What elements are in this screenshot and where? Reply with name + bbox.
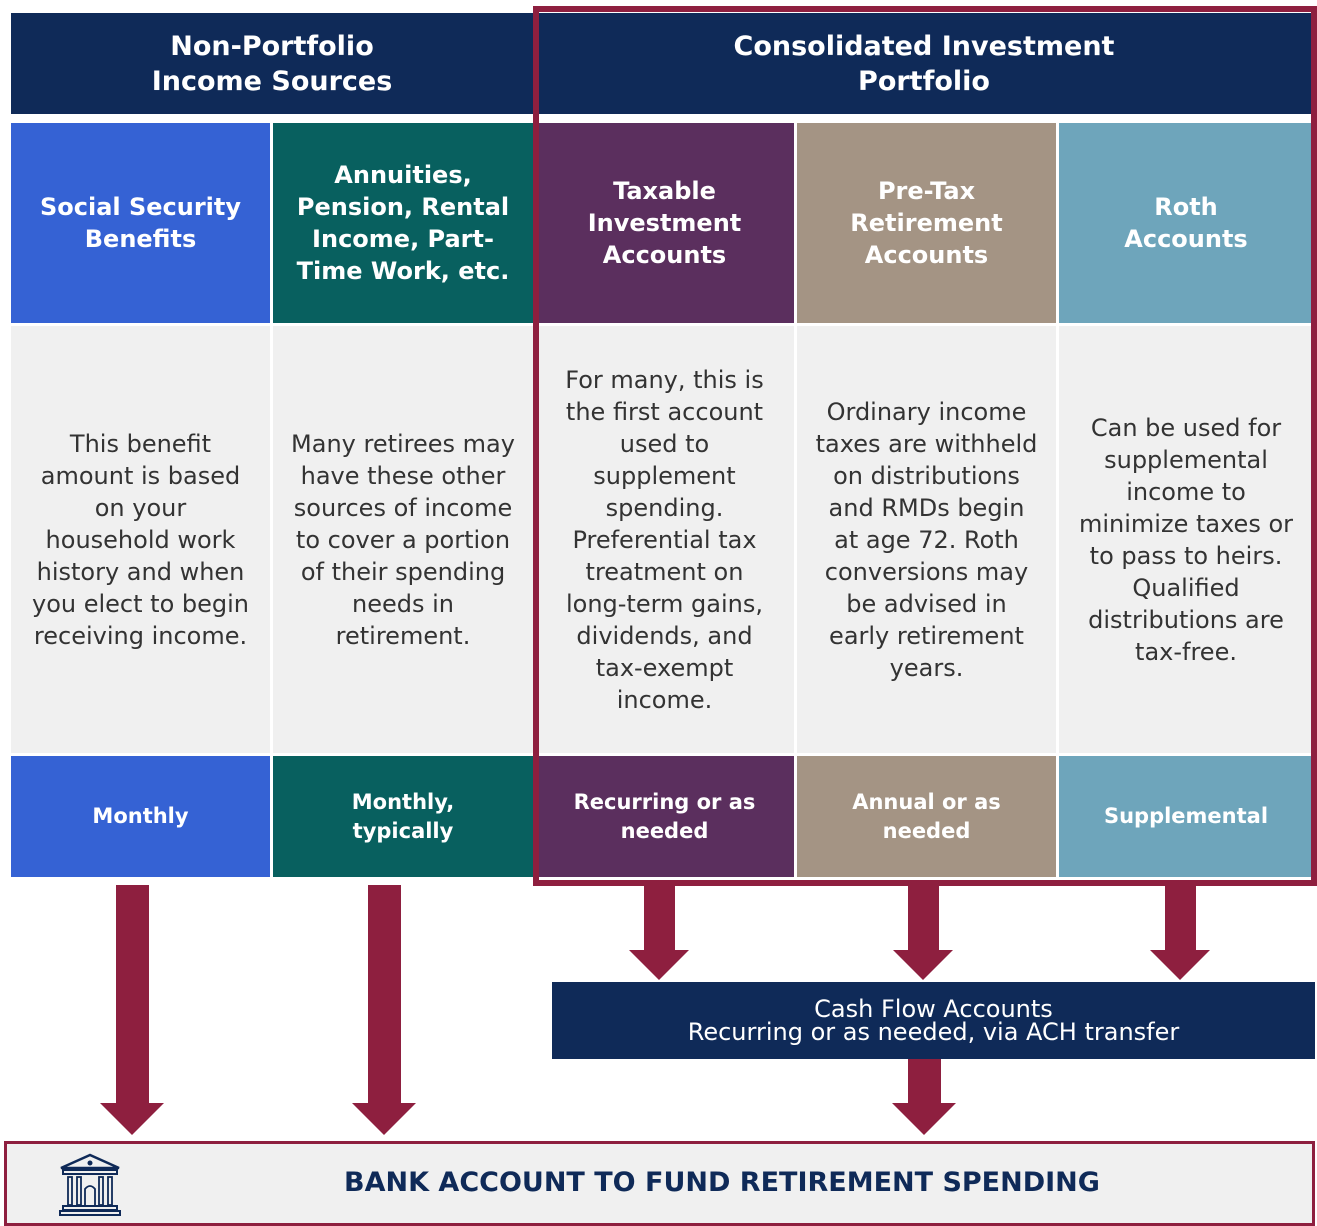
description-text: For many, this is the first account used… (565, 365, 764, 714)
column-header-pre-tax: Pre-Tax Retirement Accounts (797, 123, 1056, 323)
description-text: Can be used for supplemental income to m… (1079, 413, 1293, 666)
cash-flow-box: Cash Flow Accounts Recurring or as neede… (552, 982, 1315, 1059)
column-title: Annuities, Pension, Rental Income, Part-… (296, 161, 510, 285)
non-portfolio-header: Non-Portfolio Income Sources (11, 13, 533, 114)
portfolio-header-label: Consolidated Investment Portfolio (733, 30, 1115, 97)
column-title: Social Security Benefits (39, 193, 242, 253)
arrow-annuities-shaft (368, 885, 401, 1104)
cash-flow-title: Cash Flow Accounts (814, 994, 1053, 1023)
column-header-roth: Roth Accounts (1059, 123, 1313, 323)
arrow-taxable-head (629, 950, 689, 980)
description-pre-tax: Ordinary income taxes are withheld on di… (797, 326, 1056, 753)
frequency-label: Recurring or as needed (573, 789, 756, 843)
description-roth: Can be used for supplemental income to m… (1059, 326, 1313, 753)
column-header-taxable: Taxable Investment Accounts (535, 123, 794, 323)
description-text: This benefit amount is based on your hou… (32, 429, 249, 650)
bank-account-title: BANK ACCOUNT TO FUND RETIREMENT SPENDING (344, 1167, 1100, 1198)
arrow-pre-tax-shaft (908, 885, 939, 951)
arrow-taxable-shaft (644, 885, 675, 951)
arrow-pre-tax-head (893, 950, 953, 980)
column-title: Taxable Investment Accounts (587, 177, 742, 269)
arrow-cash-flow-shaft (908, 1059, 941, 1104)
arrow-roth-shaft (1165, 885, 1196, 951)
arrow-annuities-head (352, 1103, 416, 1135)
arrow-roth-head (1150, 950, 1210, 980)
non-portfolio-header-label: Non-Portfolio Income Sources (151, 30, 393, 97)
column-header-annuities: Annuities, Pension, Rental Income, Part-… (273, 123, 533, 323)
arrow-social-security-shaft (116, 885, 149, 1104)
bank-building-icon (57, 1153, 123, 1217)
arrow-cash-flow-head (892, 1103, 956, 1135)
frequency-label: Monthly (92, 804, 189, 828)
column-header-social-security: Social Security Benefits (11, 123, 270, 323)
frequency-pre-tax: Annual or as needed (797, 756, 1056, 877)
frequency-roth: Supplemental (1059, 756, 1313, 877)
portfolio-outline (533, 6, 1317, 886)
column-title: Roth Accounts (1124, 193, 1248, 253)
description-text: Ordinary income taxes are withheld on di… (815, 397, 1038, 682)
frequency-label: Supplemental (1103, 804, 1269, 828)
portfolio-header: Consolidated Investment Portfolio (535, 13, 1313, 114)
description-taxable: For many, this is the first account used… (535, 326, 794, 753)
column-title: Pre-Tax Retirement Accounts (850, 177, 1003, 269)
description-social-security: This benefit amount is based on your hou… (11, 326, 270, 753)
frequency-label: Annual or as needed (852, 789, 1001, 843)
description-annuities: Many retirees may have these other sourc… (273, 326, 533, 753)
frequency-annuities: Monthly, typically (273, 756, 533, 877)
bank-account-bar: BANK ACCOUNT TO FUND RETIREMENT SPENDING (4, 1141, 1315, 1226)
frequency-social-security: Monthly (11, 756, 270, 877)
description-text: Many retirees may have these other sourc… (291, 429, 515, 650)
arrow-social-security-head (100, 1103, 164, 1135)
frequency-label: Monthly, typically (351, 789, 455, 843)
frequency-taxable: Recurring or as needed (535, 756, 794, 877)
cash-flow-subtitle: Recurring or as needed, via ACH transfer (687, 1017, 1180, 1046)
